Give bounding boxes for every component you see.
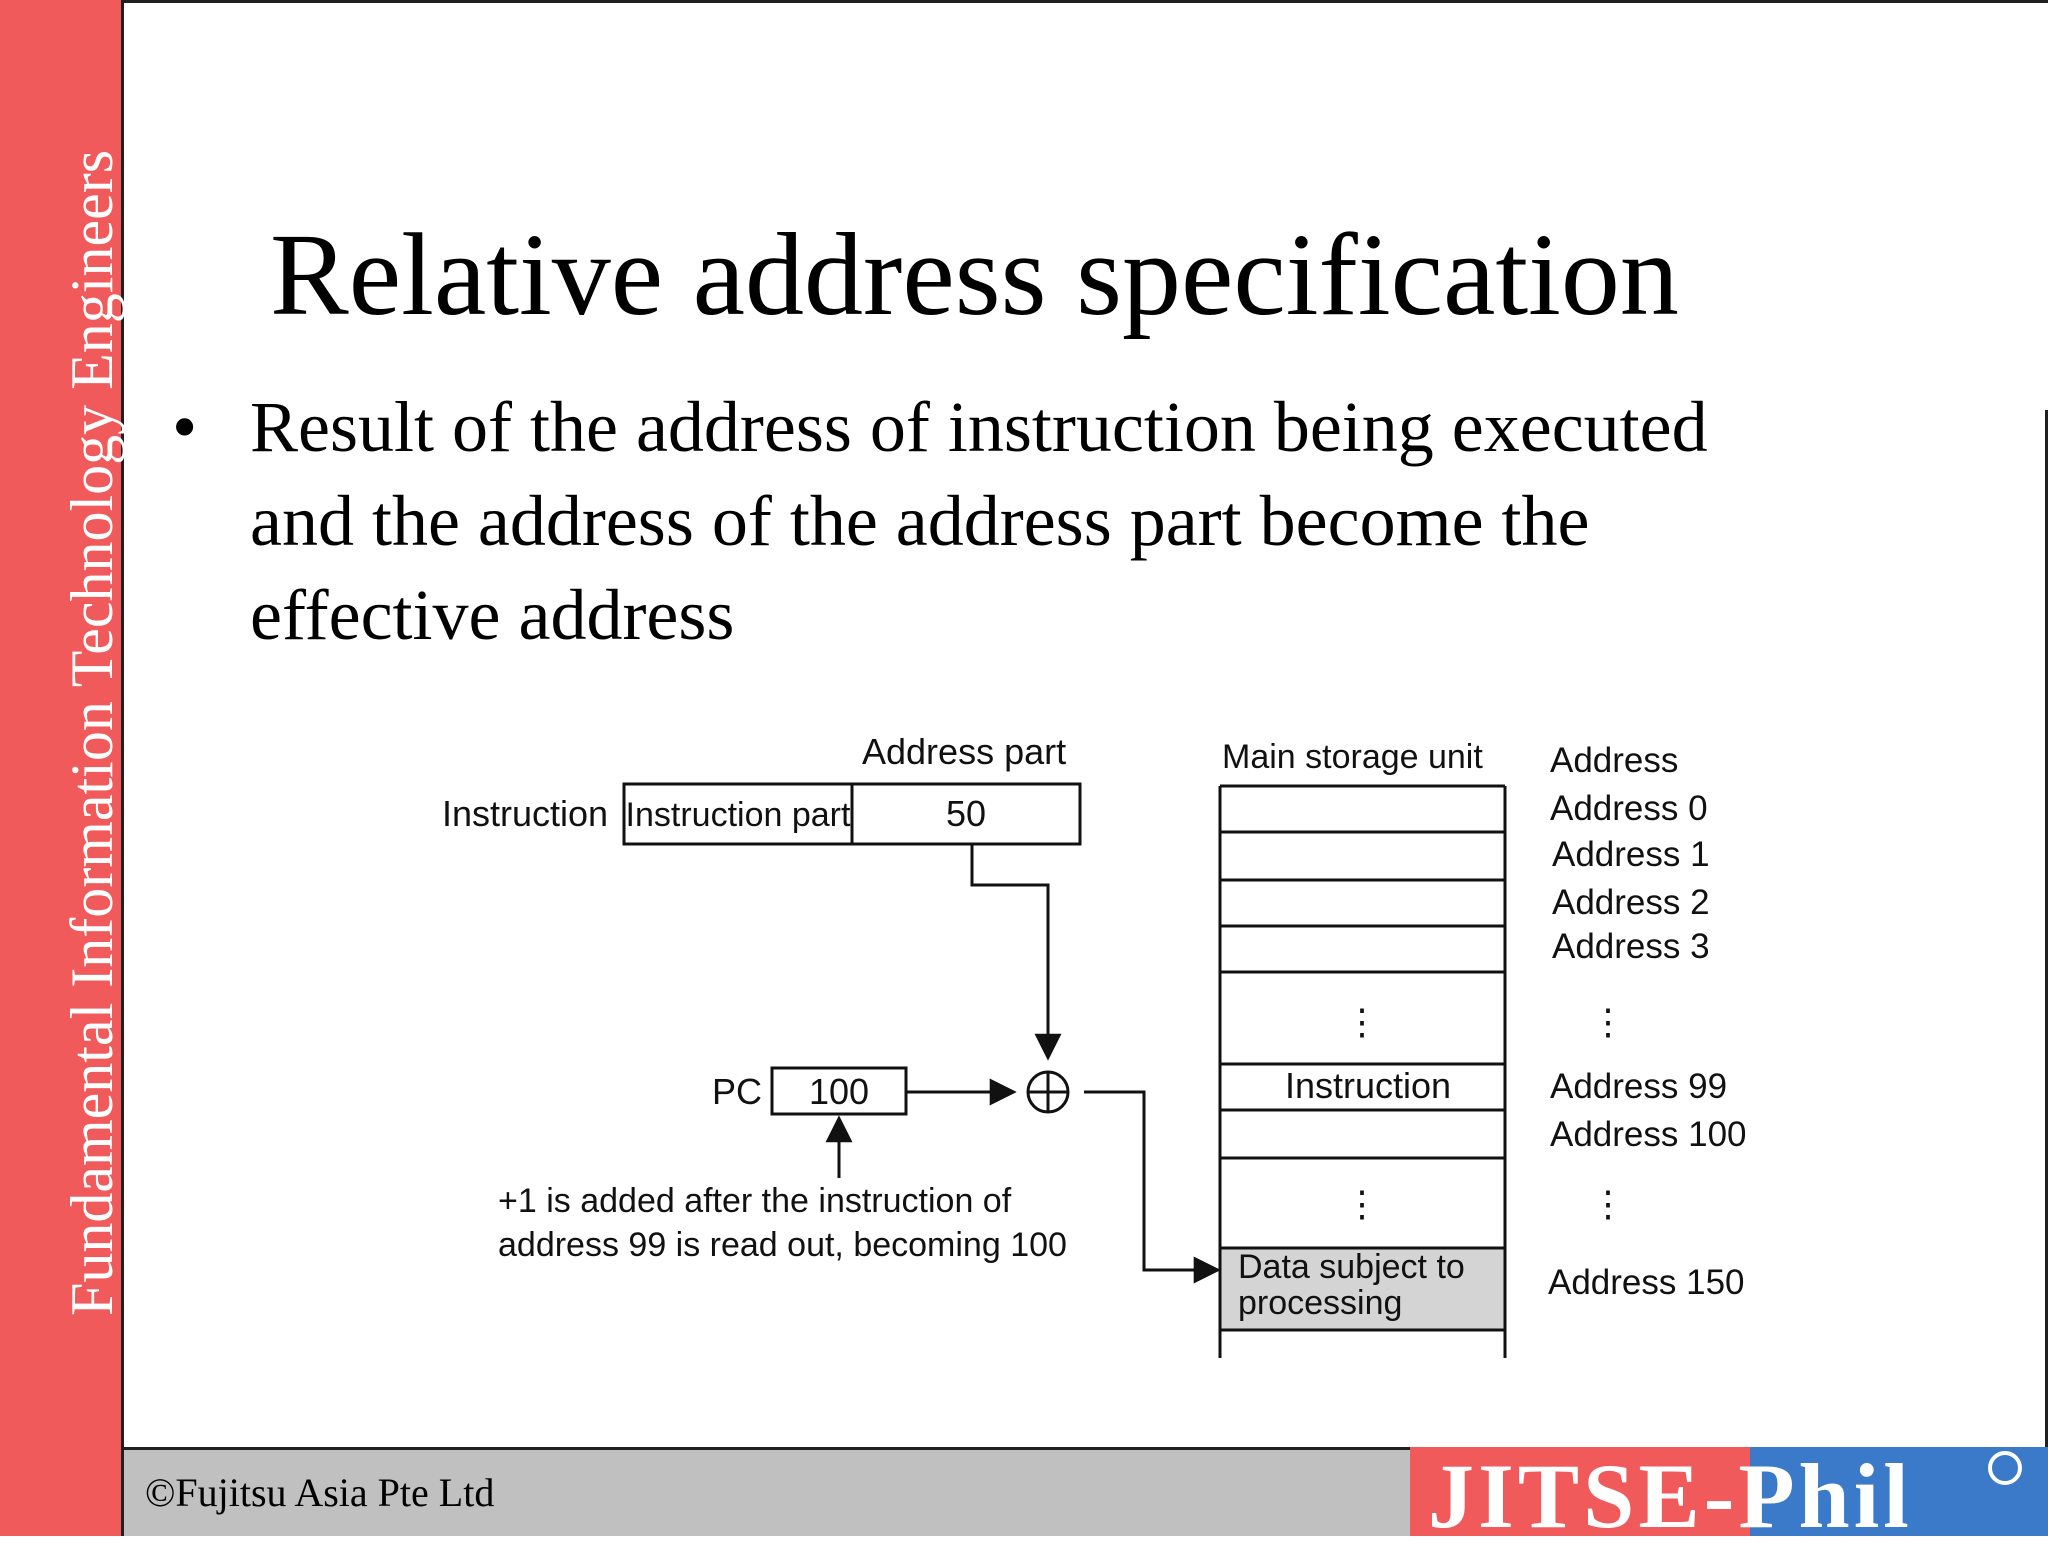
address-ellipsis-2: ⋮ (1590, 1183, 1626, 1224)
increment-note-line1: +1 is added after the instruction of (498, 1182, 1012, 1220)
address-header: Address (1550, 741, 1678, 780)
copyright-text: ©Fujitsu Asia Pte Ltd (145, 1470, 495, 1515)
address-label-99: Address 99 (1550, 1067, 1727, 1106)
data-cell (1218, 1246, 1507, 1332)
address-label-2: Address 2 (1552, 883, 1710, 922)
address-ellipsis-1: ⋮ (1590, 1001, 1626, 1042)
memory-ellipsis-1: ⋮ (1344, 1001, 1380, 1042)
top-border (124, 0, 2048, 3)
bullet-icon: • (172, 387, 198, 467)
instruction-label: Instruction (442, 793, 608, 834)
pc-value: 100 (809, 1071, 869, 1112)
adder-icon (1026, 1070, 1070, 1114)
effective-address-arrow (1084, 1090, 1221, 1284)
memory-ellipsis-2: ⋮ (1344, 1183, 1380, 1224)
sidebar-banner: Fundamental Information Technology Engin… (0, 0, 125, 1536)
jitse-phil-logo: JITSE-Phil (1410, 1447, 2048, 1542)
bullet-text: Result of the address of instruction bei… (250, 387, 1708, 655)
pc-label: PC (712, 1071, 762, 1112)
main-storage-label: Main storage unit (1222, 738, 1483, 776)
address-part-arrow (970, 844, 1062, 1061)
address-label-100: Address 100 (1550, 1115, 1747, 1154)
address-label-3: Address 3 (1552, 927, 1710, 966)
logo-red-block (1410, 1447, 1750, 1536)
address-part-value: 50 (946, 793, 986, 834)
instruction-part-label: Instruction part (626, 796, 851, 834)
slide-title: Relative address specification (270, 209, 1679, 340)
right-border (2045, 410, 2048, 1450)
increment-note-line2: address 99 is read out, becoming 100 (498, 1226, 1067, 1264)
data-cell-line2: processing (1238, 1284, 1402, 1322)
logo-text: JITSE-Phil (1428, 1445, 1913, 1547)
address-label-1: Address 1 (1552, 835, 1710, 874)
instruction-cell: Instruction (1285, 1065, 1451, 1106)
address-label-150: Address 150 (1548, 1263, 1745, 1302)
address-part-label: Address part (862, 731, 1066, 772)
address-label-0: Address 0 (1550, 789, 1708, 828)
registered-mark-icon (1988, 1451, 2022, 1485)
data-cell-line1: Data subject to (1238, 1248, 1465, 1286)
address-part-box (850, 782, 1082, 846)
